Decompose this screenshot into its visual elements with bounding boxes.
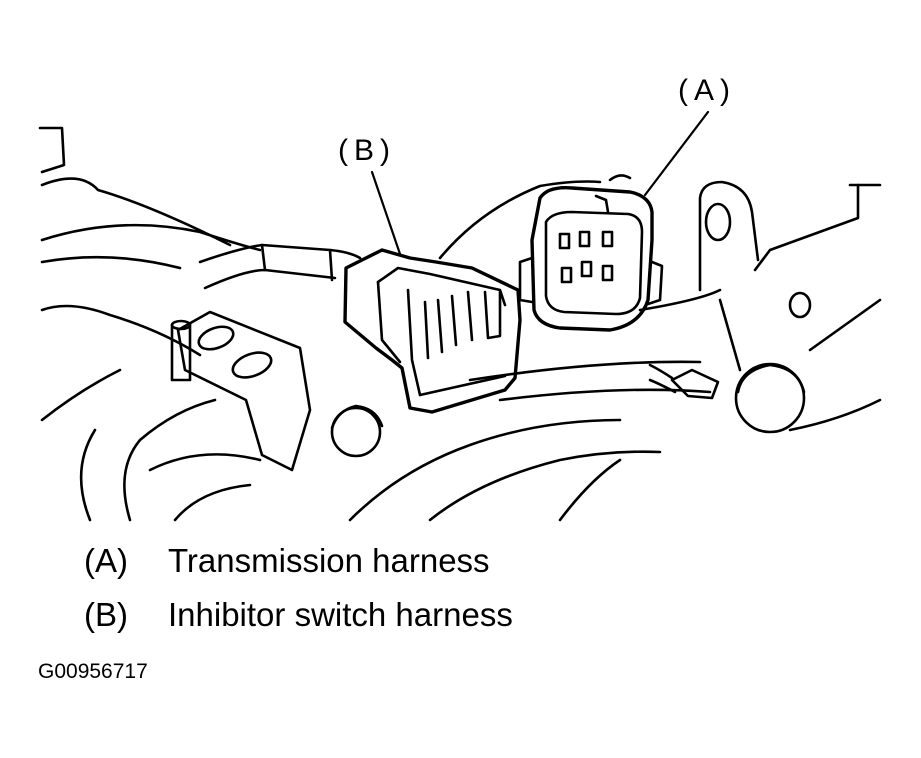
left-bracket xyxy=(170,310,312,472)
legend-text: Transmission harness xyxy=(168,542,490,579)
connector-b xyxy=(343,248,522,414)
leader-line-b xyxy=(370,170,402,256)
harness-wire xyxy=(198,174,632,290)
callout-b-label: (B) xyxy=(338,134,396,167)
transmission-housing xyxy=(38,126,882,522)
hex-bolt xyxy=(330,404,384,458)
leader-line-a xyxy=(643,110,710,197)
connector-a xyxy=(518,186,664,332)
legend-text: Inhibitor switch harness xyxy=(168,596,513,633)
connector-line-drawing xyxy=(38,110,882,522)
legend-key: (A) xyxy=(84,542,128,579)
callout-a-label: (A) xyxy=(678,74,736,107)
legend-key: (B) xyxy=(84,596,128,633)
figure-id: G00956717 xyxy=(38,660,148,683)
mounting-bracket xyxy=(698,180,812,372)
legend-item-b: (B) Inhibitor switch harness xyxy=(84,596,513,634)
legend-item-a: (A) Transmission harness xyxy=(84,542,490,580)
ground-bolt xyxy=(648,362,806,434)
